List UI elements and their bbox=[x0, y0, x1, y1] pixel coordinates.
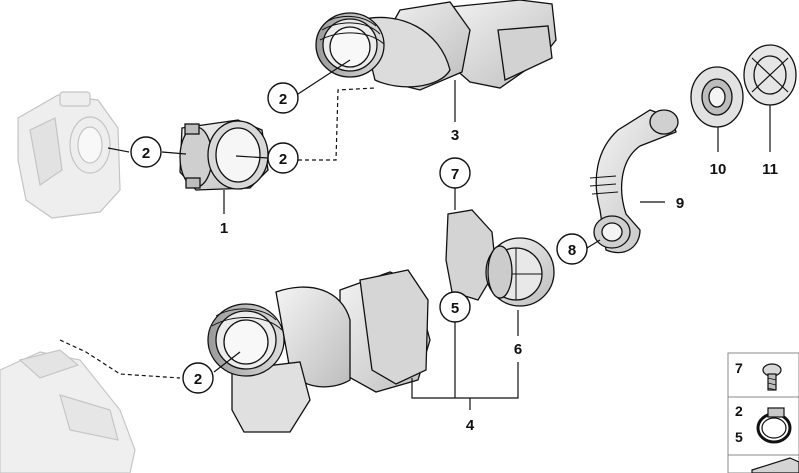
callout-5: 7 bbox=[439, 157, 471, 189]
legend-row2-label-a: 2 bbox=[735, 403, 743, 419]
cap bbox=[743, 44, 797, 106]
legend-row1-label: 7 bbox=[735, 360, 743, 376]
callout-3: 2 bbox=[267, 142, 299, 174]
hose-clamp-icon bbox=[756, 407, 792, 444]
callout-5-text: 7 bbox=[451, 166, 459, 183]
callout-3-text: 2 bbox=[279, 151, 287, 168]
part-label-6: 10 bbox=[710, 161, 727, 178]
part-label-4: 6 bbox=[514, 341, 522, 358]
coupling-ring bbox=[179, 119, 269, 191]
throttle-body-faded bbox=[17, 91, 121, 219]
intake-duct-upper bbox=[315, 0, 557, 91]
callout-6-text: 5 bbox=[451, 300, 459, 317]
intake-duct-lower bbox=[207, 269, 431, 433]
legend-row2-label-b: 5 bbox=[735, 429, 743, 445]
part-label-3: 4 bbox=[466, 417, 475, 434]
leader-lines bbox=[59, 59, 771, 410]
callout-2: 2 bbox=[130, 136, 162, 168]
part-label-7: 11 bbox=[762, 161, 778, 178]
callout-7: 8 bbox=[556, 233, 588, 265]
airbox-faded bbox=[0, 349, 136, 473]
callout-4-text: 2 bbox=[194, 371, 202, 388]
part-label-5: 9 bbox=[676, 195, 684, 212]
grommet bbox=[690, 66, 744, 128]
resonator-fan bbox=[445, 209, 555, 307]
legend-box: 7 2 5 bbox=[727, 352, 799, 473]
callout-7-text: 8 bbox=[568, 242, 576, 259]
callout-6: 5 bbox=[439, 291, 471, 323]
screw-icon bbox=[762, 363, 782, 391]
callout-2-text: 2 bbox=[142, 145, 150, 162]
part-label-2: 3 bbox=[451, 127, 459, 144]
part-label-1: 1 bbox=[220, 220, 228, 237]
callout-4: 2 bbox=[182, 362, 214, 394]
breather-hose bbox=[589, 109, 679, 254]
callout-1-text: 2 bbox=[279, 91, 287, 108]
callout-1: 2 bbox=[267, 82, 299, 114]
